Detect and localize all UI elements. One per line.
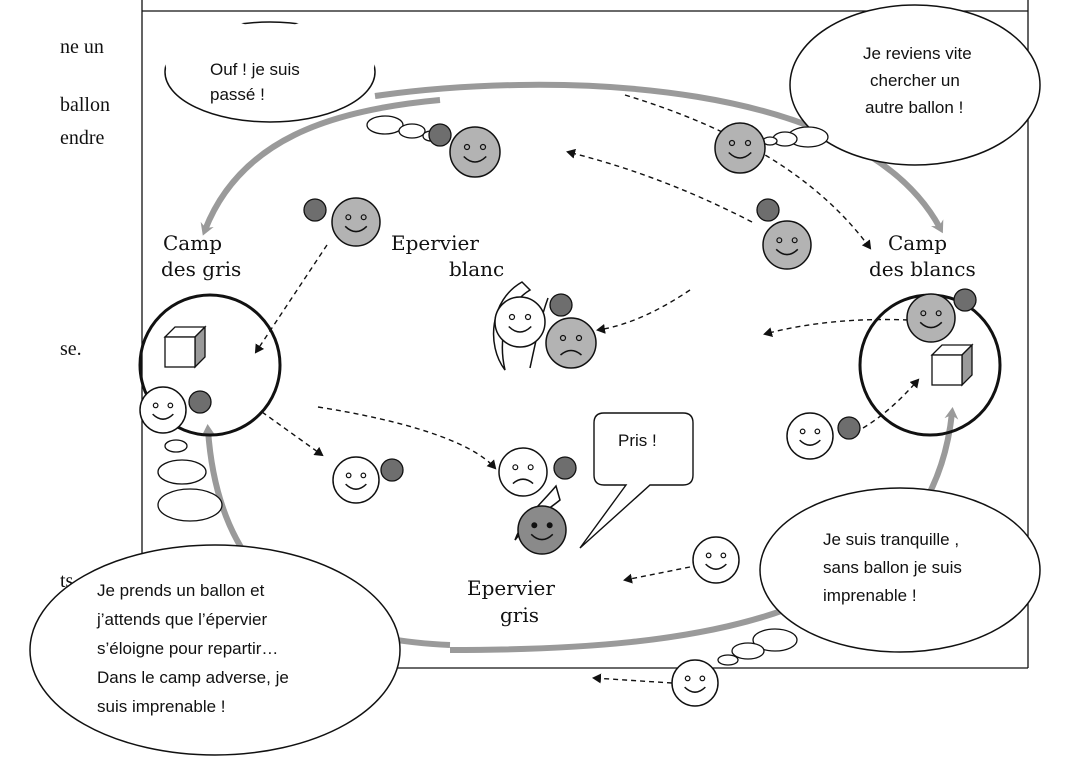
bubble-ouf: Ouf ! je suis passé ! [164,20,376,123]
label-epervier-gris: Epervier gris [467,576,555,627]
label-line: Camp [888,231,947,255]
bubble-text: imprenable ! [823,586,917,605]
bubble-text: Je suis tranquille , [823,530,959,549]
bubble-text: chercher un [870,71,960,90]
ball-icon [837,416,861,440]
movement-arrows [254,94,920,684]
label-camp-blancs: Camp des blancs [869,231,976,281]
bubble-text: s’éloigne pour repartir… [97,639,278,658]
movement-arrow [254,244,328,354]
movement-arrow [566,148,753,223]
bubble-trail [366,115,440,142]
grey-player [331,197,381,247]
ball-icon [428,123,452,147]
bubble-prends: Je prends un ballon et j’attends que l’é… [29,544,401,756]
epervier-blanc-face [494,296,546,348]
label-line: Camp [163,231,222,255]
movement-arrow [317,406,497,470]
movement-arrow [763,318,909,338]
bubble-trail [717,628,798,666]
ball-icon [756,198,780,222]
white-player [786,412,834,460]
epervier-gris-face [517,505,567,555]
movement-arrow [862,378,920,429]
bubble-reviens: Je reviens vite chercher un autre ballon… [789,4,1041,166]
bubble-text: Pris ! [618,431,657,450]
bubble-text: passé ! [210,85,265,104]
bubble-text: suis imprenable ! [97,697,226,716]
movement-arrow [592,673,673,684]
grey-player [449,126,501,178]
grey-player [762,220,812,270]
cube-icon [930,343,974,387]
white-player [671,659,719,707]
bubble-trail [762,126,829,148]
movement-arrow [623,566,691,584]
side-text: ne un ballon endre se. ts. [60,36,110,592]
players [139,122,977,707]
bubble-text: Je reviens vite [863,44,972,63]
ball-icon [303,198,327,222]
side-text-line: ballon [60,94,110,116]
caught-white-player [498,447,548,497]
side-text-line: ne un [60,36,104,58]
movement-arrow [261,411,324,457]
ball-icon [553,456,577,480]
label-line: des gris [161,257,241,281]
bubble-pris: Pris ! [579,412,694,549]
label-line: Epervier [391,231,479,255]
bubble-text: Ouf ! je suis [210,60,300,79]
ball-icon [953,288,977,312]
ball-icon [549,293,573,317]
label-line: gris [500,603,539,627]
bubble-text: autre ballon ! [865,98,963,117]
label-epervier-blanc: Epervier blanc [391,231,504,281]
bubble-text: sans ballon je suis [823,558,962,577]
white-player [139,386,187,434]
bubble-tranquille: Je suis tranquille , sans ballon je suis… [759,487,1041,653]
ball-icon [380,458,404,482]
arrow-top-right [374,81,944,234]
side-text-line: se. [60,338,82,360]
movement-arrow [596,289,691,334]
label-line: des blancs [869,257,976,281]
bubble-text: Je prends un ballon et [97,581,265,600]
bubble-trail [157,439,223,522]
label-line: blanc [449,257,504,281]
grey-player [906,293,956,343]
movement-arrow [624,94,872,250]
caught-grey-player [545,317,597,369]
bubble-text: j’attends que l’épervier [96,610,267,629]
white-player [692,536,740,584]
bubble-text: Dans le camp adverse, je [97,668,289,687]
white-player [332,456,380,504]
label-camp-gris: Camp des gris [161,231,241,281]
camp-gris [138,293,282,437]
arrow-top-left [200,97,441,236]
ball-icon [188,390,212,414]
grey-player [714,122,766,174]
cube-icon [163,325,207,369]
side-text-line: endre [60,127,105,149]
label-line: Epervier [467,576,555,600]
